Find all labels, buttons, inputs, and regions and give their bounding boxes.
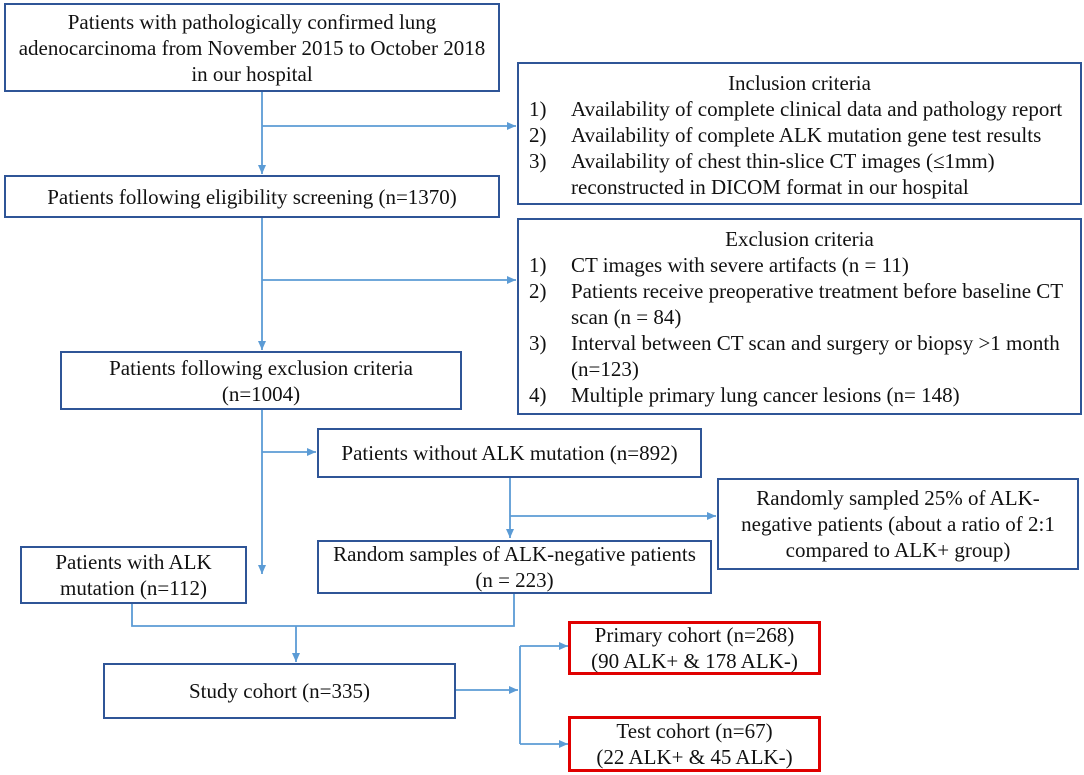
- exclusion-title: Exclusion criteria: [725, 227, 874, 251]
- exclusion-item-number: 4): [529, 383, 547, 407]
- random-note-line-2: negative patients (about a ratio of 2:1: [741, 512, 1055, 536]
- exclusion-item: 2) Patients receive preoperative treatme…: [519, 278, 1080, 330]
- exclusion-item-text: scan (n = 84): [571, 305, 682, 329]
- with-alk-box: Patients with ALK mutation (n=112): [20, 546, 247, 604]
- inclusion-item: 3) Availability of chest thin-slice CT i…: [519, 148, 1080, 200]
- inclusion-list: 1) Availability of complete clinical dat…: [519, 96, 1080, 200]
- primary-cohort-box: Primary cohort (n=268) (90 ALK+ & 178 AL…: [568, 621, 821, 675]
- study-cohort-box: Study cohort (n=335): [103, 663, 456, 719]
- random-samples-line-2: (n = 223): [475, 568, 554, 592]
- inclusion-item-number: 2): [529, 123, 547, 147]
- random-note-line-1: Randomly sampled 25% of ALK-: [756, 486, 1040, 510]
- exclusion-item-number: 3): [529, 331, 547, 355]
- test-cohort-line-1: Test cohort (n=67): [616, 719, 773, 743]
- without-alk-box: Patients without ALK mutation (n=892): [317, 428, 702, 478]
- exclusion-item: 3) Interval between CT scan and surgery …: [519, 330, 1080, 382]
- test-cohort-line-2: (22 ALK+ & 45 ALK-): [596, 745, 793, 769]
- inclusion-title: Inclusion criteria: [728, 71, 871, 95]
- exclusion-list: 1) CT images with severe artifacts (n = …: [519, 252, 1080, 408]
- with-alk-line-2: mutation (n=112): [60, 576, 207, 600]
- primary-cohort-line-2: (90 ALK+ & 178 ALK-): [591, 649, 798, 673]
- after-exclusion-box: Patients following exclusion criteria (n…: [60, 351, 462, 410]
- start-line-1: Patients with pathologically confirmed l…: [67, 9, 437, 34]
- exclusion-item-text: CT images with severe artifacts (n = 11): [571, 253, 909, 277]
- exclusion-item: 1) CT images with severe artifacts (n = …: [519, 252, 1080, 278]
- random-sampling-note-box: Randomly sampled 25% of ALK- negative pa…: [717, 478, 1079, 570]
- after-exclusion-line-2: (n=1004): [221, 381, 301, 406]
- exclusion-item-text: Multiple primary lung cancer lesions (n=…: [571, 383, 960, 407]
- start-line-2: adenocarcinoma from November 2015 to Oct…: [18, 35, 486, 60]
- inclusion-item: 1) Availability of complete clinical dat…: [519, 96, 1080, 122]
- inclusion-item-number: 3): [529, 149, 547, 173]
- inclusion-criteria-box: Inclusion criteria 1) Availability of co…: [517, 62, 1082, 205]
- exclusion-item-number: 1): [529, 253, 547, 277]
- primary-cohort-line-1: Primary cohort (n=268): [594, 623, 795, 647]
- eligibility-text: Patients following eligibility screening…: [47, 184, 457, 209]
- inclusion-item-text: Availability of chest thin-slice CT imag…: [571, 149, 995, 173]
- inclusion-item-number: 1): [529, 97, 547, 121]
- exclusion-item: 4) Multiple primary lung cancer lesions …: [519, 382, 1080, 408]
- start-line-3: in our hospital: [191, 61, 313, 86]
- inclusion-item: 2) Availability of complete ALK mutation…: [519, 122, 1080, 148]
- exclusion-criteria-box: Exclusion criteria 1) CT images with sev…: [517, 218, 1082, 415]
- with-alk-line-1: Patients with ALK: [55, 550, 212, 574]
- after-exclusion-line-1: Patients following exclusion criteria: [109, 355, 413, 380]
- exclusion-item-text: Interval between CT scan and surgery or …: [571, 331, 1060, 355]
- without-alk-text: Patients without ALK mutation (n=892): [341, 441, 678, 465]
- inclusion-item-text: Availability of complete ALK mutation ge…: [571, 123, 1042, 147]
- random-samples-line-1: Random samples of ALK-negative patients: [333, 542, 696, 566]
- study-cohort-text: Study cohort (n=335): [189, 679, 370, 703]
- exclusion-item-number: 2): [529, 279, 547, 303]
- exclusion-item-text: (n=123): [571, 357, 639, 381]
- inclusion-item-text: Availability of complete clinical data a…: [571, 97, 1063, 121]
- exclusion-item-text: Patients receive preoperative treatment …: [571, 279, 1064, 303]
- inclusion-item-text: reconstructed in DICOM format in our hos…: [571, 175, 969, 199]
- test-cohort-box: Test cohort (n=67) (22 ALK+ & 45 ALK-): [568, 716, 821, 772]
- eligibility-box: Patients following eligibility screening…: [4, 175, 500, 218]
- start-box: Patients with pathologically confirmed l…: [4, 3, 500, 92]
- merge-line: [131, 594, 515, 627]
- random-note-line-3: compared to ALK+ group): [785, 538, 1011, 562]
- random-samples-box: Random samples of ALK-negative patients …: [317, 540, 712, 594]
